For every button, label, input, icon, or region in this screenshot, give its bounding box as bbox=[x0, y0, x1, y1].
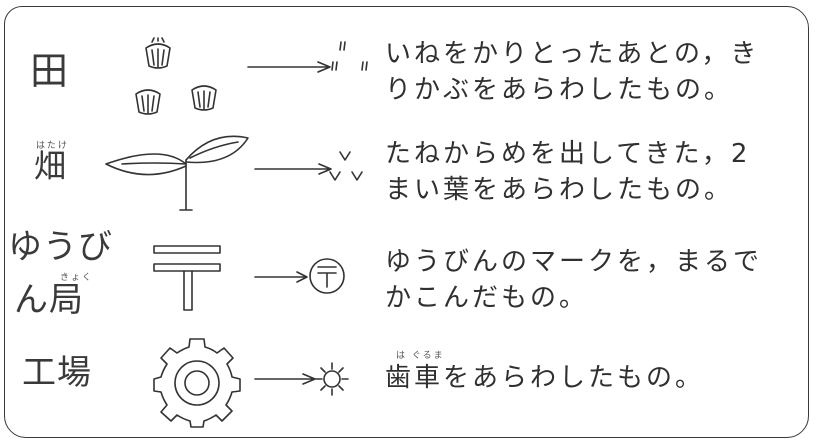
rice-stubble-icon bbox=[130, 38, 230, 128]
field-map-symbol bbox=[330, 150, 375, 190]
term-post-office-line2: ん局 bbox=[14, 280, 84, 320]
arrow-icon bbox=[255, 270, 310, 284]
arrow-icon bbox=[248, 60, 333, 74]
factory-map-symbol bbox=[313, 360, 351, 398]
description-line: たねからめを出してきた，2 bbox=[385, 139, 751, 169]
description-rice-field: いねをかりとったあとの，き りかぶをあらわしたもの。 bbox=[385, 36, 759, 108]
ruby-haguruma: は ぐるま bbox=[396, 351, 445, 361]
arrow-icon bbox=[255, 162, 335, 176]
description-factory: 歯車をあらわしたもの。 bbox=[385, 360, 704, 396]
rice-field-map-symbol bbox=[333, 38, 378, 72]
description-line: かこんだもの。 bbox=[385, 283, 589, 313]
description-line: りかぶをあらわしたもの。 bbox=[385, 75, 734, 105]
ruby-hatake: はたけ bbox=[36, 141, 69, 151]
term-factory: 工場 bbox=[22, 353, 92, 393]
term-post-office-line1: ゆうび bbox=[8, 227, 113, 267]
arrow-icon bbox=[255, 372, 320, 386]
description-line: 歯車をあらわしたもの。 bbox=[385, 363, 705, 393]
description-post-office: ゆうびんのマークを，まるで かこんだもの。 bbox=[385, 244, 762, 316]
term-rice-field: 田 bbox=[30, 49, 70, 93]
ruby-kyoku: きょく bbox=[60, 273, 94, 283]
description-field: たねからめを出してきた，2 まい葉をあらわしたもの。 bbox=[385, 136, 750, 208]
description-line: ゆうびんのマークを，まるで bbox=[385, 247, 763, 277]
worksheet-frame bbox=[4, 6, 809, 438]
description-line: いねをかりとったあとの，き bbox=[385, 39, 760, 69]
description-line: まい葉をあらわしたもの。 bbox=[385, 175, 734, 205]
postal-mark-icon bbox=[150, 240, 225, 315]
post-office-map-symbol bbox=[307, 256, 347, 296]
term-field: 畑 bbox=[34, 147, 68, 185]
sprout-icon bbox=[102, 132, 252, 212]
gear-icon bbox=[150, 335, 245, 430]
